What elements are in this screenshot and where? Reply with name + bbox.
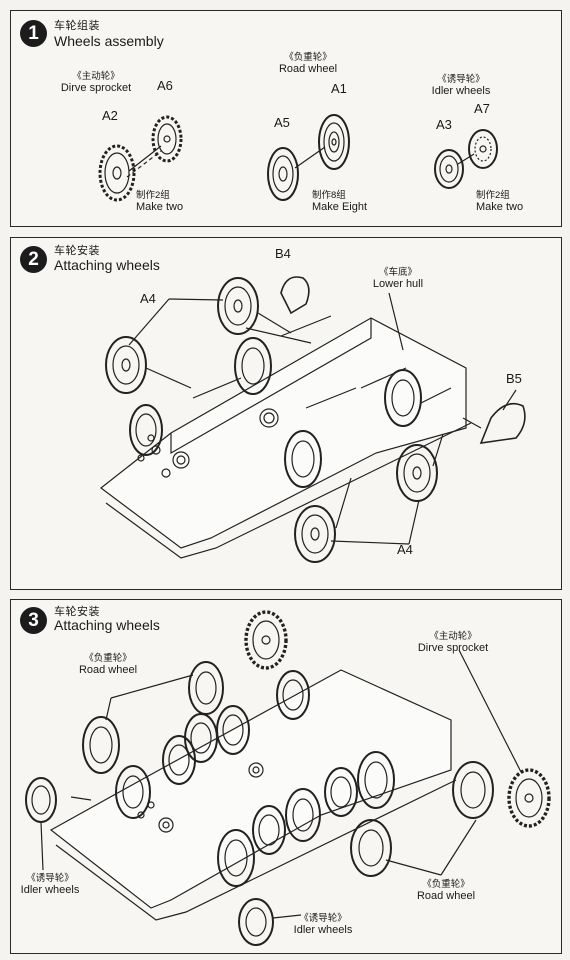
wheel-assembly-diagram: [98, 114, 498, 202]
idler-wheel-cn-label: 《诱导轮》: [26, 873, 74, 884]
road-wheel-a4: [396, 444, 438, 502]
full-wheel-set-diagram: [25, 610, 551, 946]
step-title-cn: 车轮安装: [54, 245, 100, 257]
step-number-badge: 2: [20, 246, 47, 273]
road-wheel-cn-label: 《负重轮》: [84, 653, 132, 664]
part-label: A3: [436, 117, 452, 132]
idler-wheel-label: Idler wheels: [293, 924, 353, 936]
lower-hull-cn-label: 《车底》: [378, 267, 417, 278]
idler-wheel-a3: [434, 149, 464, 189]
part-label: B4: [275, 246, 291, 261]
step-title-en: Wheels assembly: [54, 33, 164, 49]
road-wheel-label: Road wheel: [78, 664, 138, 676]
idler-wheel-cn-label: 《诱导轮》: [437, 74, 485, 85]
step-2-panel: 2 车轮安装 Attaching wheels: [10, 237, 562, 590]
part-b5: [479, 402, 526, 444]
make-count-cn: 制作2组: [476, 190, 510, 201]
idler-wheel-cn-label: 《诱导轮》: [299, 913, 347, 924]
road-wheel-a4: [217, 277, 259, 335]
lower-hull-wheel-diagram: [100, 276, 526, 563]
idler-wheel-label: Idler wheels: [20, 884, 80, 896]
step-title-en: Attaching wheels: [54, 617, 160, 633]
part-label: A2: [102, 108, 118, 123]
part-label: A6: [157, 78, 173, 93]
step-3-panel: 3 车轮安装 Attaching wheels: [10, 599, 562, 954]
road-wheel-cn-label: 《负重轮》: [422, 879, 470, 890]
part-label: A1: [331, 81, 347, 96]
part-label: A4: [140, 291, 156, 306]
drive-sprocket-a6: [151, 115, 183, 163]
drive-sprocket-cn-label: 《主动轮》: [72, 71, 120, 82]
step-title-en: Attaching wheels: [54, 257, 160, 273]
step-1-panel: 1 车轮组装 Wheels assembly: [10, 10, 562, 227]
lower-hull-label: Lower hull: [372, 278, 424, 290]
part-b4: [280, 276, 310, 315]
step-title-cn: 车轮组装: [54, 20, 100, 32]
drive-sprocket-cn-label: 《主动轮》: [429, 631, 477, 642]
road-wheel-a5: [267, 147, 299, 201]
road-wheel-label: Road wheel: [416, 890, 476, 902]
road-wheel-label: Road wheel: [278, 63, 338, 75]
road-wheel-a4: [105, 336, 147, 394]
idler-wheel: [25, 777, 57, 823]
part-label: A5: [274, 115, 290, 130]
road-wheel-a4: [294, 505, 336, 563]
drive-sprocket: [244, 610, 288, 670]
road-wheel-a1: [318, 114, 350, 170]
make-count-cn: 制作2组: [136, 190, 170, 201]
make-count-cn: 制作8组: [312, 190, 346, 201]
drive-sprocket-label: Dirve sprocket: [417, 642, 489, 654]
step-title-cn: 车轮安装: [54, 606, 100, 618]
make-count-label: Make Eight: [312, 201, 368, 213]
drive-sprocket-label: Dirve sprocket: [60, 82, 132, 94]
road-wheel-cn-label: 《负重轮》: [284, 52, 332, 63]
drive-sprocket-a2: [98, 144, 136, 202]
drive-sprocket: [507, 768, 551, 828]
idler-wheel-label: Idler wheels: [431, 85, 491, 97]
part-label: A7: [474, 101, 490, 116]
part-label: B5: [506, 371, 522, 386]
step-number-badge: 3: [20, 607, 47, 634]
step-number-badge: 1: [20, 20, 47, 47]
idler-wheel-a7: [468, 129, 498, 169]
make-count-label: Make two: [476, 201, 524, 213]
idler-wheel: [238, 898, 274, 946]
make-count-label: Make two: [136, 201, 184, 213]
part-label: A4: [397, 542, 413, 557]
